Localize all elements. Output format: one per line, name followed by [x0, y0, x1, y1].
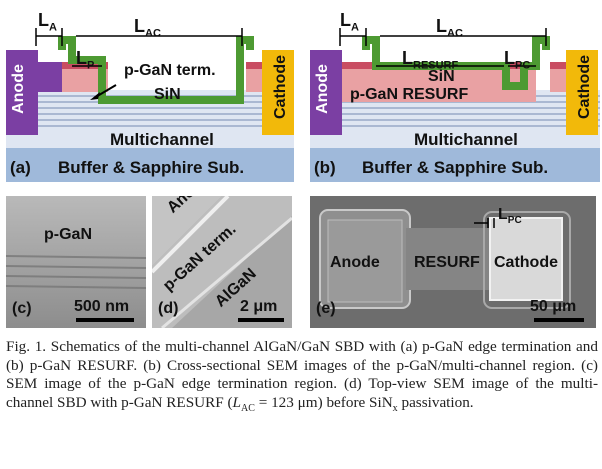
caption-part-2: = 123 μm) before SiN — [254, 393, 393, 411]
anode-metal — [310, 50, 342, 135]
dim-lresurf-label: LRESURF — [402, 48, 459, 72]
multichannel-label: Multichannel — [414, 130, 518, 149]
cathode-metal — [262, 50, 294, 135]
sin-passivation — [362, 36, 550, 90]
dim-lpc-label: LPC — [498, 206, 522, 227]
panel-c-sem: p-GaN (c) 500 nm — [6, 196, 146, 328]
caption-part-1: Fig. 1. Schematics of the multi-channel … — [6, 338, 598, 411]
panel-d-texture — [152, 196, 292, 328]
panel-a-tag: (a) — [10, 158, 31, 177]
multichannel-label: Multichannel — [110, 130, 214, 149]
panel-e-sem: Anode RESURF Cathode LPC (e) 50 μm — [310, 196, 596, 328]
dim-lac-label: LAC — [134, 16, 161, 40]
dim-la-label: LA — [340, 10, 359, 34]
cathode-metal — [566, 50, 598, 135]
dim-lac-label: LAC — [436, 16, 463, 40]
panel-c-scalebar — [76, 318, 134, 322]
buffer-label: Buffer & Sapphire Sub. — [58, 158, 245, 177]
panel-c-texture — [6, 196, 146, 328]
pgan-label: p-GaN — [44, 226, 92, 243]
dimension-lines — [35, 28, 243, 67]
buffer-layer — [6, 148, 294, 182]
caption-lac-var: L — [232, 393, 241, 411]
cathode-label: Cathode — [272, 55, 289, 119]
pgan-term-label: p-GaN term. — [124, 62, 216, 79]
panel-a-schematic: LA LAC LP p-GaN term. SiN Anode Cathode … — [6, 10, 294, 182]
resurf-label: RESURF — [414, 254, 480, 271]
anode-label: Anode — [330, 254, 380, 271]
panel-c-tag: (c) — [12, 300, 32, 317]
panel-c-scale-label: 500 nm — [74, 298, 130, 315]
panel-d-sem: Anode p-GaN term. AlGaN (d) 2 μm — [152, 196, 292, 328]
panel-d-scale-label: 2 μm — [240, 298, 278, 315]
panel-e-scalebar — [534, 318, 584, 322]
caption-part-3: passivation. — [397, 393, 474, 411]
buffer-label: Buffer & Sapphire Sub. — [362, 158, 549, 177]
panel-e-scale-label: 50 μm — [530, 298, 577, 315]
sin-label: SiN — [428, 68, 455, 85]
panel-b-tag: (b) — [314, 158, 336, 177]
panel-b-schematic: LA LAC LRESURF LPC SiN p-GaN RESURF Anod… — [310, 10, 600, 182]
dim-la-label: LA — [38, 10, 57, 34]
cathode-label: Cathode — [576, 55, 593, 119]
anode-label: Anode — [313, 64, 331, 114]
dimension-lines — [339, 28, 547, 67]
panel-e-tag: (e) — [316, 300, 336, 317]
sin-label: SiN — [154, 86, 181, 103]
panel-d-scalebar — [238, 318, 284, 322]
caption-sinx-sub: x — [392, 402, 398, 414]
panel-b-svg — [310, 28, 600, 182]
panel-a-svg — [6, 28, 294, 182]
panel-e-texture — [310, 196, 596, 328]
dim-lpc-label: LPC — [504, 48, 531, 72]
caption-lac-sub: AC — [241, 402, 255, 414]
figure-caption: Fig. 1. Schematics of the multi-channel … — [6, 338, 598, 418]
panel-d-tag: (d) — [158, 300, 179, 317]
anode-label: Anode — [9, 64, 27, 114]
dim-lp-label: LP — [76, 48, 95, 72]
sin-passivation — [58, 36, 254, 104]
cathode-label: Cathode — [494, 254, 558, 271]
resurf-label: p-GaN RESURF — [350, 86, 469, 103]
